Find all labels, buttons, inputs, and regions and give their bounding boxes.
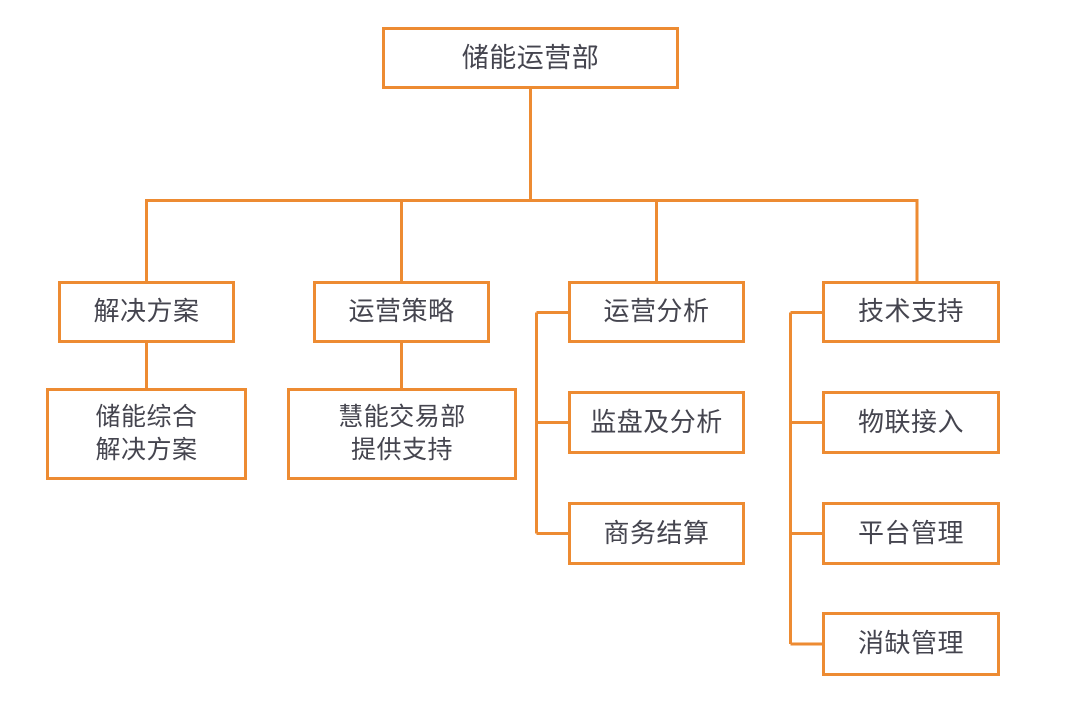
node-col3-head[interactable]: 运营分析 [568,281,745,343]
node-col1-child1[interactable]: 储能综合 解决方案 [46,388,247,480]
node-col4-child1[interactable]: 物联接入 [822,391,1000,454]
node-col3-child2[interactable]: 商务结算 [568,502,745,565]
node-col4-child3[interactable]: 消缺管理 [822,612,1000,676]
node-col4-child2[interactable]: 平台管理 [822,502,1000,565]
node-col4-head[interactable]: 技术支持 [822,281,1000,343]
node-col2-head[interactable]: 运营策略 [313,281,490,343]
node-root[interactable]: 储能运营部 [382,27,679,89]
node-col1-head[interactable]: 解决方案 [58,281,235,343]
node-col3-child1[interactable]: 监盘及分析 [568,391,745,454]
node-col2-child1[interactable]: 慧能交易部 提供支持 [287,388,517,480]
